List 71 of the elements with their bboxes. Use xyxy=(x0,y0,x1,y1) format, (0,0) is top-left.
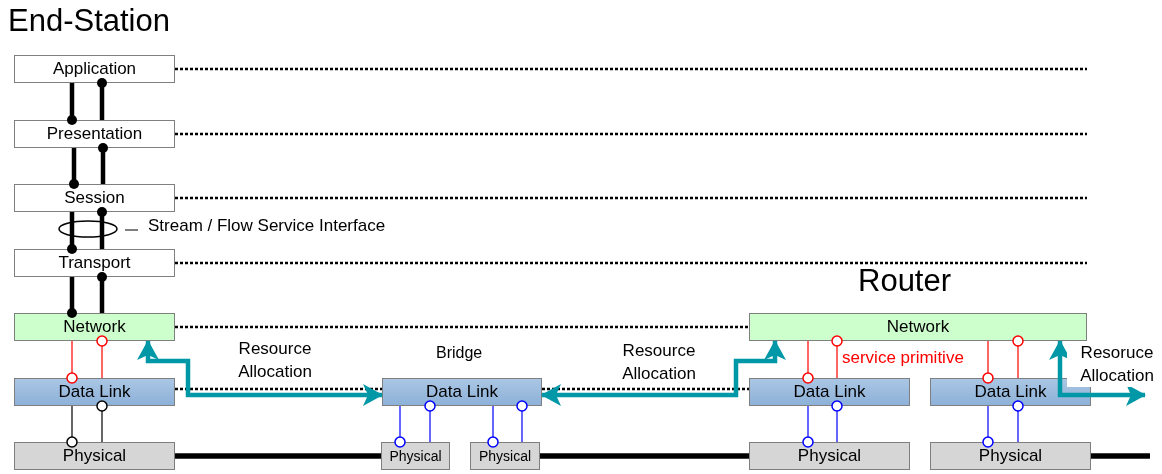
dotted-line xyxy=(175,132,1087,136)
layer-box xyxy=(930,442,1091,470)
layer-box xyxy=(14,120,175,148)
layer-label: Data Link xyxy=(426,382,498,402)
layer-label: Physical xyxy=(478,448,532,464)
layer-box xyxy=(14,55,175,83)
layer-box xyxy=(470,442,540,470)
connector-line xyxy=(516,400,528,443)
text-label: service primitive xyxy=(842,348,964,368)
connector-line xyxy=(1012,400,1024,443)
layer-label: Session xyxy=(64,188,125,208)
layer-box xyxy=(14,184,175,212)
connector-line xyxy=(424,400,436,443)
layer-box xyxy=(14,378,175,406)
layer-label: Physical xyxy=(797,446,862,466)
dotted-line xyxy=(542,387,749,391)
layer-box xyxy=(14,313,175,341)
dotted-line xyxy=(175,387,382,391)
layer-label: Network xyxy=(886,317,950,337)
connector-line xyxy=(97,78,107,120)
dotted-line xyxy=(175,67,1087,71)
connector-line xyxy=(66,340,78,384)
connector-line xyxy=(96,335,108,379)
arrow xyxy=(137,340,383,406)
connector-line xyxy=(66,405,78,448)
text-label: Stream / Flow Service Interface xyxy=(148,216,386,236)
layer-box xyxy=(382,378,542,406)
connector-line xyxy=(487,405,499,448)
layer-box xyxy=(14,442,175,470)
connector-line xyxy=(97,272,107,313)
arrow xyxy=(541,340,786,406)
text-label: End-Station xyxy=(8,3,170,39)
layer-label: Physical xyxy=(389,448,442,464)
layer-box xyxy=(749,442,910,470)
layer-label: Physical xyxy=(62,446,127,466)
layer-label: Transport xyxy=(58,253,131,273)
connector-line xyxy=(540,453,749,459)
text-label: Bridge xyxy=(436,344,483,362)
layer-box xyxy=(381,442,450,470)
connector-line xyxy=(982,405,994,448)
connector-line xyxy=(96,400,108,443)
connector-line xyxy=(394,405,406,448)
layer-label: Physical xyxy=(978,446,1043,466)
connector-line xyxy=(67,83,77,125)
connector-line xyxy=(97,207,107,249)
connector-line xyxy=(802,405,814,448)
connector-line xyxy=(98,143,108,184)
layer-label: Data Link xyxy=(974,382,1047,402)
layer-label: Application xyxy=(52,59,137,79)
connector-line xyxy=(802,340,814,384)
connector-line xyxy=(831,335,843,379)
connector-line xyxy=(69,148,79,189)
connector-line xyxy=(831,400,843,443)
layer-label: Data Link xyxy=(793,382,866,402)
dotted-line xyxy=(175,196,1087,200)
arrow xyxy=(1049,340,1146,406)
dotted-line xyxy=(175,261,1087,265)
layer-box xyxy=(749,313,1087,341)
layer-label: Network xyxy=(63,317,126,337)
text-label: Router xyxy=(858,263,952,299)
connector-line xyxy=(1012,335,1024,379)
connector-line xyxy=(67,277,77,318)
layer-label: Presentation xyxy=(46,124,143,144)
connector-line xyxy=(982,340,994,384)
dotted-line xyxy=(175,325,749,329)
layer-label: Data Link xyxy=(58,382,131,402)
connector-line xyxy=(1091,453,1150,459)
layer-box xyxy=(749,378,910,406)
layer-box xyxy=(14,249,175,277)
connector-line xyxy=(67,212,77,254)
connector-line xyxy=(175,453,381,459)
